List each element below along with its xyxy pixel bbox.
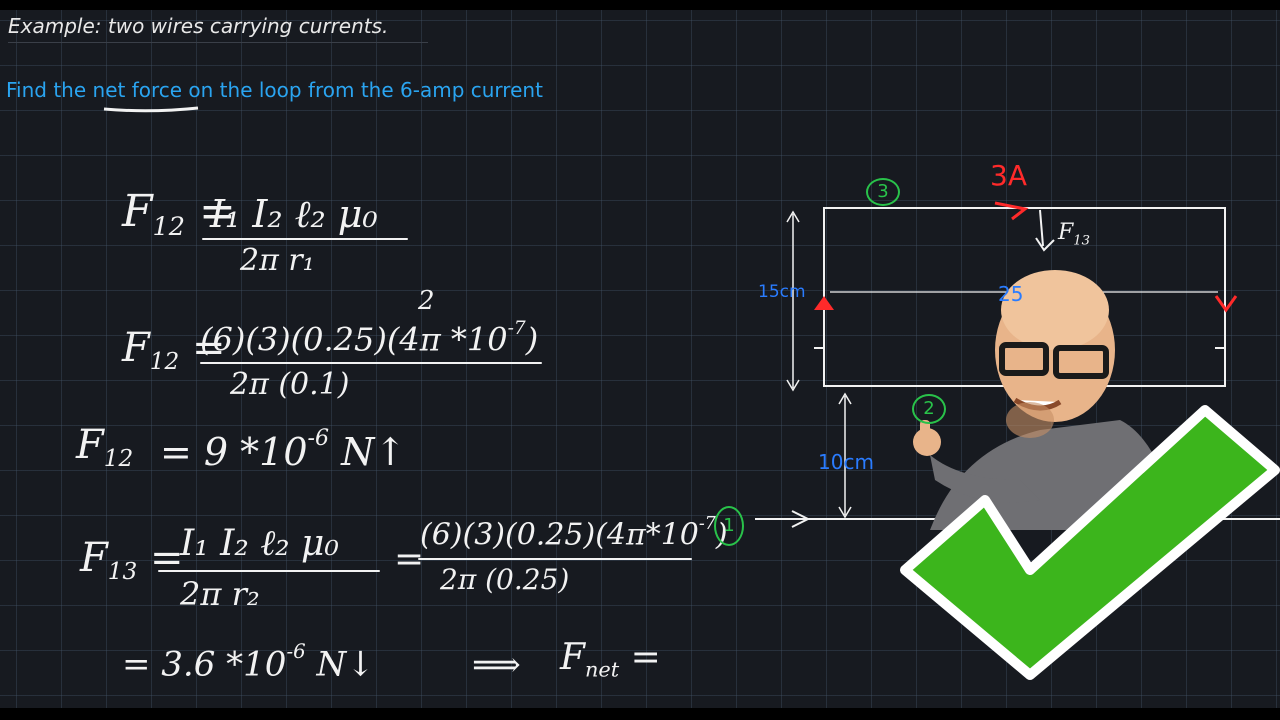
eq1-numerator: I₁ I₂ ℓ₂ μ₀ bbox=[210, 192, 378, 236]
wire-2-label: 2 bbox=[912, 394, 946, 424]
eq4-fraction-bar-2 bbox=[418, 558, 692, 560]
net-force-underline bbox=[103, 106, 199, 113]
eq2-squared: 2 bbox=[418, 286, 435, 316]
eq4-denominator: 2π r₂ bbox=[180, 575, 260, 613]
eq4-lhs: F13 = bbox=[80, 535, 184, 586]
eq3-value: = 9 *10-6 N↑ bbox=[160, 426, 407, 474]
example-title: Example: two wires carrying currents. bbox=[8, 14, 389, 38]
whiteboard: Example: two wires carrying currents. Fi… bbox=[0, 10, 1280, 708]
eq2-denominator: 2π (0.1) bbox=[230, 367, 350, 402]
eq4-numerator-2: (6)(3)(0.25)(4π*10-7) bbox=[420, 514, 728, 553]
right-current-arrow bbox=[1214, 295, 1238, 313]
width-25cm-label: 25 bbox=[998, 282, 1024, 306]
eq2-fraction-bar bbox=[200, 362, 542, 364]
fnet-label: Fnet = bbox=[560, 637, 661, 682]
eq4-fraction-bar bbox=[158, 570, 380, 572]
eq5-result: = 3.6 *10-6 N↓ bbox=[122, 640, 375, 685]
problem-statement: Find the net force on the loop from the … bbox=[6, 78, 543, 102]
wire-3-label: 3 bbox=[866, 178, 900, 206]
eq1-lhs: F12 = bbox=[122, 186, 236, 242]
f13-label: F13 bbox=[1058, 220, 1091, 249]
eq4-numerator: I₁ I₂ ℓ₂ μ₀ bbox=[180, 523, 339, 564]
title-underline bbox=[8, 42, 428, 43]
green-checkmark-icon bbox=[900, 405, 1280, 680]
eq1-denominator: 2π r₁ bbox=[240, 243, 315, 278]
wire-1-label: 1 bbox=[714, 506, 744, 546]
net-arrow: ⟹ bbox=[472, 645, 521, 685]
eq3-lhs: F12 bbox=[76, 422, 134, 473]
eq1-fraction-bar bbox=[202, 238, 408, 240]
gap-10cm-label: 10cm bbox=[818, 450, 874, 474]
eq2-lhs: F12 = bbox=[122, 325, 226, 376]
height-15cm-label: 15cm bbox=[758, 282, 806, 302]
current-3a-label: 3A bbox=[990, 159, 1027, 192]
eq4-denominator-2: 2π (0.25) bbox=[440, 563, 570, 596]
circuit-diagram bbox=[103, 106, 1280, 680]
top-current-arrow bbox=[994, 201, 1029, 221]
f13-arrow bbox=[1035, 209, 1055, 252]
wire-1-arrow bbox=[791, 510, 811, 528]
eq2-numerator: (6)(3)(0.25)(4π *10-7) bbox=[200, 318, 539, 359]
left-current-arrow bbox=[814, 296, 834, 310]
